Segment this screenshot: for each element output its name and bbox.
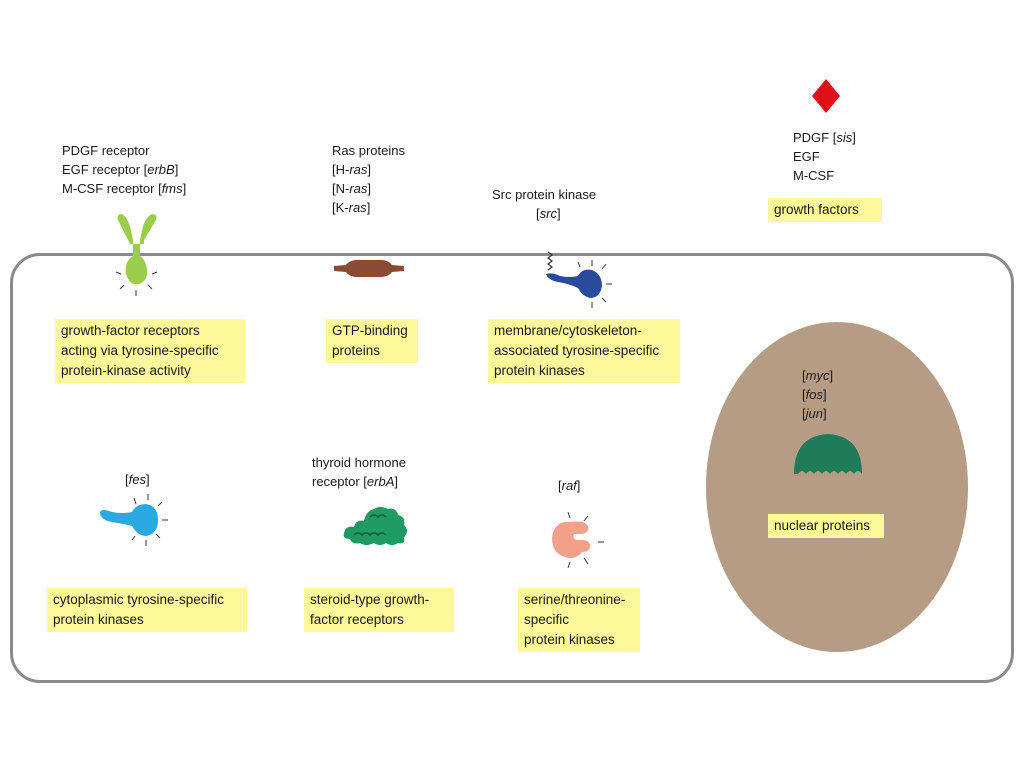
serine-box-line2: specific (524, 612, 570, 627)
ras-label-line2: [H-ras] (332, 162, 372, 177)
nuclear-box-line: nuclear proteins (774, 518, 871, 533)
thyroid-label: thyroid hormone receptor [erbA] (312, 453, 406, 491)
nuclear-jun: [jun] (802, 406, 827, 421)
receptors-box-line3: protein-kinase activity (61, 363, 191, 378)
nucleus (706, 322, 968, 652)
serine-box-line1: serine/threonine- (524, 592, 626, 607)
growth-factor-diamond-icon (812, 79, 840, 113)
ras-label-line4: [K-ras] (332, 200, 371, 215)
receptors-box-line2: acting via tyrosine-specific (61, 343, 219, 358)
serine-box-line3: protein kinases (524, 632, 615, 647)
receptors-label-line1: PDGF receptor (62, 143, 150, 158)
growth-factors-label-line1: PDGF [sis] (793, 130, 856, 145)
nuclear-proteins-box: nuclear proteins (768, 514, 884, 538)
fes-label: [fes] (125, 472, 150, 487)
gtp-box-line1: GTP-binding (332, 323, 408, 338)
ras-label: Ras proteins [H-ras] [N-ras] [K-ras] (332, 141, 405, 217)
growth-factors-label-line3: M-CSF (793, 168, 835, 183)
cytoplasmic-box-line2: protein kinases (53, 612, 144, 627)
growth-factor-receptors-box: growth-factor receptors acting via tyros… (55, 319, 245, 383)
receptors-label-line2: EGF receptor [erbB] (62, 162, 179, 177)
receptor-y-shape-icon (115, 214, 158, 296)
ras-label-line3: [N-ras] (332, 181, 372, 196)
fes-kinase-icon (100, 494, 168, 546)
src-kinase-icon (546, 251, 612, 308)
raf-label: [raf] (558, 478, 581, 493)
cell-membrane-outline (10, 253, 1014, 683)
steroid-box-line2: factor receptors (310, 612, 404, 627)
src-label-line2: [src] (536, 206, 561, 221)
receptors-label: PDGF receptor EGF receptor [erbB] M-CSF … (62, 141, 186, 198)
cytoplasmic-kinases-box: cytoplasmic tyrosine-specific protein ki… (47, 588, 247, 632)
steroid-box-line1: steroid-type growth- (310, 592, 430, 607)
gtp-binding-box: GTP-binding proteins (326, 319, 418, 363)
nuclear-myc: [myc] (802, 368, 834, 383)
src-label-line1: Src protein kinase (492, 187, 597, 202)
serine-threonine-kinases-box: serine/threonine- specific protein kinas… (518, 588, 640, 652)
erbA-receptor-icon (343, 507, 407, 545)
src-label: Src protein kinase [src] (492, 185, 596, 223)
nuclear-protein-icon (794, 434, 862, 474)
thyroid-label-line1: thyroid hormone (312, 455, 406, 470)
membrane-box-line1: membrane/cytoskeleton- (494, 323, 642, 338)
growth-factors-box: growth factors (768, 198, 882, 222)
raf-kinase-icon (552, 511, 604, 569)
nuclear-genes-label: [myc] [fos] [jun] (802, 366, 833, 423)
ras-protein-icon (334, 259, 404, 278)
steroid-receptors-box: steroid-type growth- factor receptors (304, 588, 454, 632)
receptors-box-line1: growth-factor receptors (61, 323, 200, 338)
growth-factors-box-line: growth factors (774, 202, 859, 217)
receptors-label-line3: M-CSF receptor [fms] (62, 181, 187, 196)
cytoplasmic-box-line1: cytoplasmic tyrosine-specific (53, 592, 225, 607)
membrane-kinases-box: membrane/cytoskeleton- associated tyrosi… (488, 319, 680, 383)
ras-label-line1: Ras proteins (332, 143, 405, 158)
growth-factors-label-line2: EGF (793, 149, 820, 164)
membrane-box-line3: protein kinases (494, 363, 585, 378)
thyroid-label-line2: receptor [erbA] (312, 474, 399, 489)
gtp-box-line2: proteins (332, 343, 381, 358)
growth-factors-label: PDGF [sis] EGF M-CSF (793, 128, 856, 185)
membrane-box-line2: associated tyrosine-specific (494, 343, 660, 358)
nuclear-fos: [fos] (802, 387, 827, 402)
